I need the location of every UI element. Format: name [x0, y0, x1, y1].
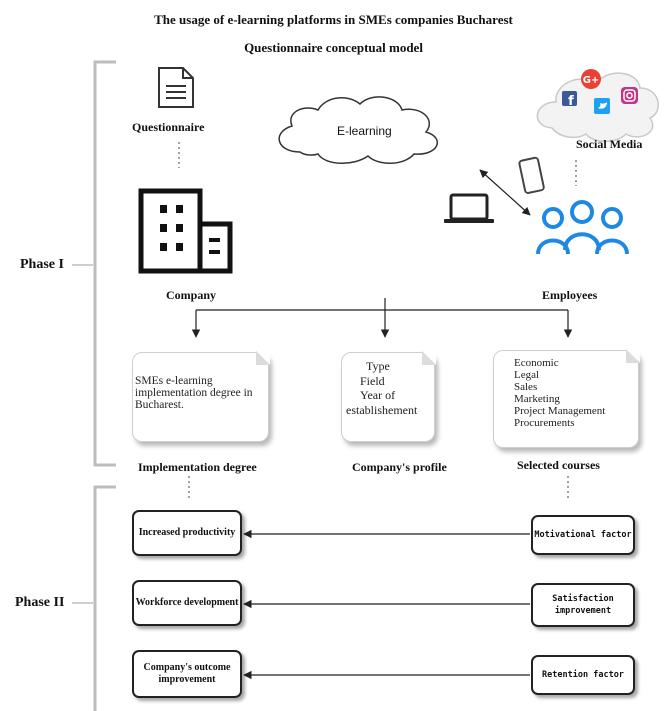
social-media-label: Social Media — [576, 137, 643, 151]
course-item: Procurements — [514, 417, 575, 429]
profile-item: Field — [360, 373, 385, 388]
company-profile-card: Type Field Year of establishement — [341, 351, 436, 442]
courses-card: Economic Legal Sales Marketing Project M… — [493, 349, 640, 448]
phase1-bracket — [72, 60, 116, 467]
employees-label: Employees — [542, 288, 598, 302]
retention-factor-box: Retention factor — [531, 655, 635, 695]
company-label: Company — [166, 288, 217, 302]
phase2-label: Phase II — [15, 595, 65, 610]
satisfaction-improvement-box: Satisfaction improvement — [531, 583, 635, 627]
elearning-label: E-learning — [337, 124, 392, 138]
course-item: Sales — [514, 381, 538, 393]
document-icon — [158, 67, 194, 108]
cloud-icon — [278, 96, 438, 164]
tree-connector — [191, 298, 573, 338]
people-icon — [536, 200, 629, 255]
profile-item: Type — [366, 359, 390, 373]
social-media-icon: G+ f — [536, 69, 660, 143]
profile-item: Year of — [360, 388, 396, 402]
course-item: Legal — [514, 369, 540, 381]
phase2-bracket — [72, 485, 116, 711]
profile-item: establishement — [346, 402, 418, 417]
svg-text:G+: G+ — [583, 75, 600, 86]
questionnaire-label: Questionnaire — [132, 120, 205, 134]
diagram-subtitle: Questionnaire conceptual model — [244, 40, 423, 55]
svg-text:f: f — [568, 94, 574, 109]
implementation-card: SMEs e-learning implementation degree in… — [132, 351, 270, 442]
tablet-icon — [518, 156, 545, 194]
outcome-improvement-box: Company's outcome improvement — [132, 650, 242, 698]
course-item: Project Management — [514, 405, 606, 417]
building-icon — [138, 188, 233, 274]
diagram-title: The usage of e-learning platforms in SME… — [154, 12, 513, 27]
laptop-icon — [444, 193, 494, 223]
phase1-label: Phase I — [20, 257, 64, 272]
increased-productivity-box: Increased productivity — [132, 510, 242, 556]
workforce-development-box: Workforce development — [132, 580, 242, 626]
motivational-factor-box: Motivational factor — [531, 515, 635, 555]
course-item: Marketing — [514, 393, 560, 405]
course-item: Economic — [514, 357, 559, 369]
implementation-degree-label: Implementation degree — [138, 460, 257, 474]
company-profile-label: Company's profile — [352, 460, 447, 474]
implementation-card-text: SMEs e-learning implementation degree in… — [135, 375, 253, 411]
phase2-arrows — [243, 529, 530, 680]
selected-courses-label: Selected courses — [517, 458, 600, 472]
